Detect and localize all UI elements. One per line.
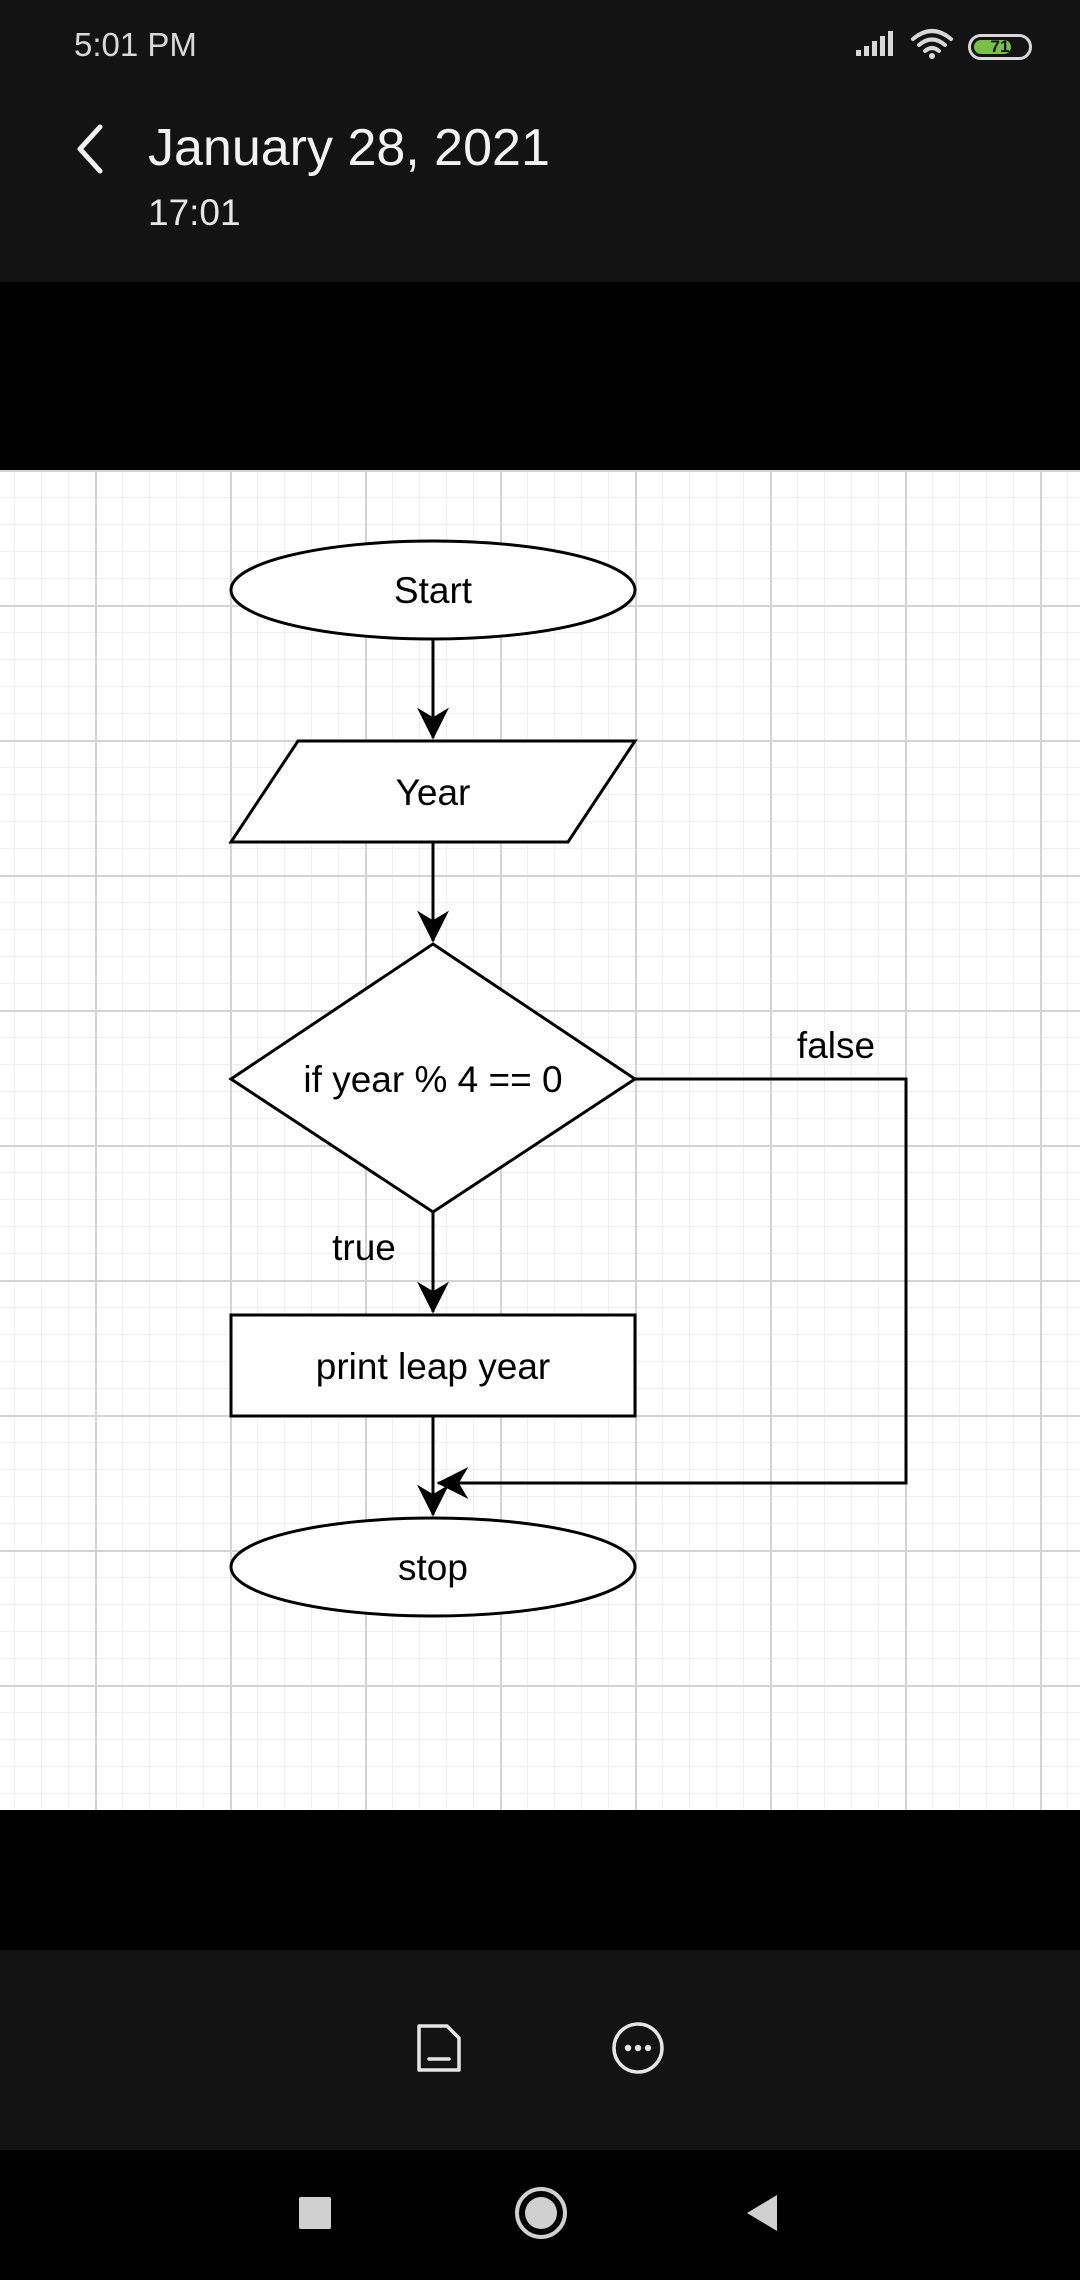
page-subtitle: 17:01 (148, 192, 241, 233)
battery-fill (974, 39, 1011, 54)
more-options-button[interactable] (608, 2020, 668, 2080)
status-time: 5:01 PM (74, 26, 197, 63)
chevron-left-icon (72, 121, 108, 182)
page-title: January 28, 2021 (148, 119, 550, 177)
home-button[interactable] (506, 2180, 576, 2250)
false-branch-line (436, 1077, 908, 1499)
more-options-icon (610, 2020, 666, 2081)
edit-note-button[interactable] (409, 2020, 469, 2080)
bottom-toolbar (0, 1950, 1080, 2150)
status-icons: 71 (854, 28, 1032, 65)
home-circle-icon (513, 2185, 569, 2246)
input-label: Year (396, 772, 471, 813)
nav-back-button[interactable] (726, 2180, 796, 2250)
wifi-icon (910, 28, 954, 65)
system-navigation-bar (0, 2150, 1080, 2280)
start-label: Start (394, 570, 473, 611)
end-terminal (229, 1516, 637, 1618)
recents-button[interactable] (280, 2180, 350, 2250)
back-button[interactable] (60, 116, 120, 186)
decision-label: if year % 4 == 0 (303, 1059, 562, 1100)
header: January 28, 2021 17:01 (0, 96, 1080, 282)
back-triangle-icon (741, 2191, 781, 2240)
recents-square-icon (297, 2195, 333, 2236)
end-label: stop (398, 1547, 468, 1588)
photo-canvas[interactable]: Start Year if year % 4 == 0 false true p… (0, 470, 1080, 1810)
false-label: false (797, 1025, 875, 1066)
process-label: print leap year (316, 1346, 550, 1387)
edit-note-icon (413, 2020, 465, 2081)
battery-level: 71 (990, 36, 1010, 56)
battery-icon: 71 (968, 33, 1032, 60)
status-bar: 5:01 PM (0, 0, 1080, 96)
input-parallelogram (228, 739, 638, 844)
flowchart-diagram: Start Year if year % 4 == 0 false true p… (228, 539, 908, 1618)
true-label: true (332, 1227, 396, 1268)
signal-icon (854, 30, 896, 63)
